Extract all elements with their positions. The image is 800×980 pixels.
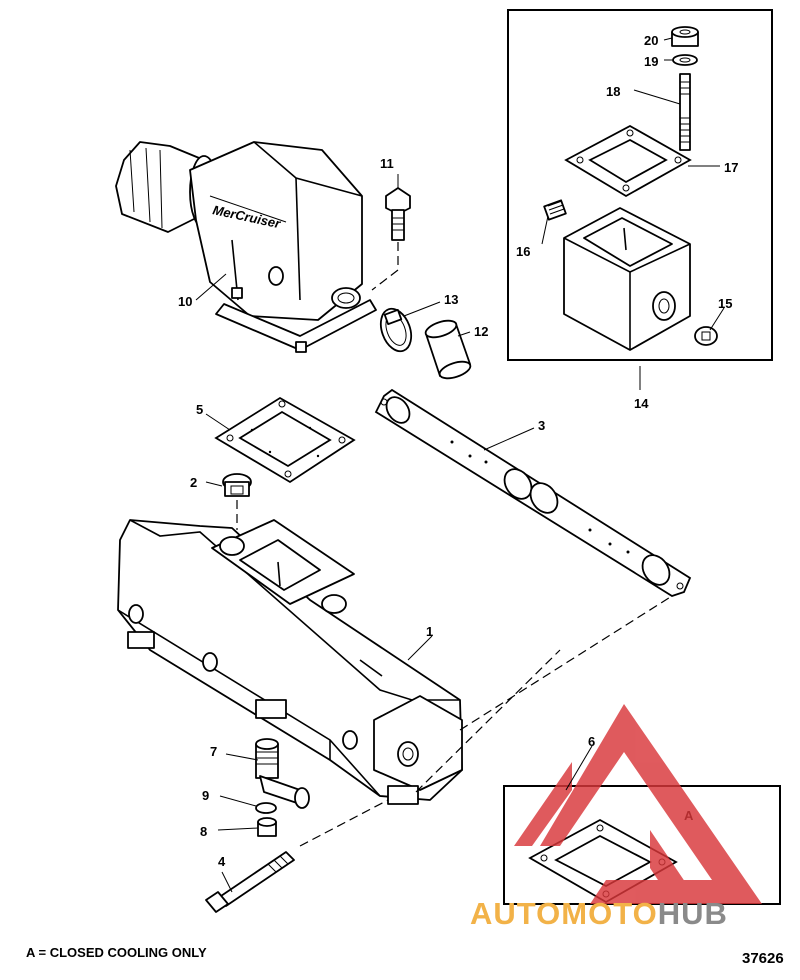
plug-16 xyxy=(543,199,567,221)
callout-17: 17 xyxy=(724,160,738,175)
callout-18: 18 xyxy=(606,84,620,99)
nut-20 xyxy=(671,26,699,47)
hose-clamp-13 xyxy=(379,307,413,353)
callout-6: 6 xyxy=(588,734,595,749)
callout-11: 11 xyxy=(380,156,394,171)
riser-gasket-17 xyxy=(564,124,692,198)
assembly-line-gasket xyxy=(459,595,673,731)
watermark-text: AUTOMOTOHUB xyxy=(470,896,800,936)
assembly-line-bolt xyxy=(415,649,561,793)
plug-15 xyxy=(694,326,718,346)
callout-12: 12 xyxy=(474,324,488,339)
callout-9: 9 xyxy=(202,788,209,803)
watermark-text-right: HUB xyxy=(657,896,728,931)
stud-18 xyxy=(679,73,691,151)
exhaust-elbow-10: MerCruiser xyxy=(115,141,377,353)
callout-2: 2 xyxy=(190,475,197,490)
callout-3: 3 xyxy=(538,418,545,433)
figure-number: 37626 xyxy=(742,950,784,967)
bolt-4 xyxy=(205,851,295,913)
callout-20: 20 xyxy=(644,33,658,48)
elbow-gasket-5 xyxy=(214,396,356,484)
callout-4: 4 xyxy=(218,854,226,869)
hose-12 xyxy=(424,319,472,380)
bolt-11 xyxy=(371,187,411,291)
exhaust-manifold-1 xyxy=(117,519,463,805)
footnote: A = CLOSED COOLING ONLY xyxy=(26,945,207,960)
manifold-gasket-3 xyxy=(374,388,692,597)
callout-5: 5 xyxy=(196,402,203,417)
callout-10: 10 xyxy=(178,294,192,309)
washer-19 xyxy=(672,54,698,66)
callout-19: 19 xyxy=(644,54,658,69)
callout-1: 1 xyxy=(426,624,433,639)
callout-15: 15 xyxy=(718,296,732,311)
elbow-fitting-7 xyxy=(255,738,310,809)
o-ring-9 xyxy=(255,802,277,814)
drain-plug-8 xyxy=(257,817,277,837)
callout-13: 13 xyxy=(444,292,458,307)
watermark-text-left: AUTOMOTO xyxy=(470,896,658,931)
callout-14: 14 xyxy=(634,396,649,411)
plug-2 xyxy=(222,473,252,530)
callout-16: 16 xyxy=(516,244,530,259)
watermark-logo xyxy=(514,704,762,904)
riser-block xyxy=(563,207,691,351)
callout-8: 8 xyxy=(200,824,207,839)
leader-lines xyxy=(195,37,725,893)
callout-7: 7 xyxy=(210,744,217,759)
riser-kit-box xyxy=(507,9,773,361)
assembly-line-fitting xyxy=(299,799,389,847)
callout-labels: 1 2 3 4 5 6 7 8 9 10 11 12 13 14 15 16 1… xyxy=(178,33,738,869)
